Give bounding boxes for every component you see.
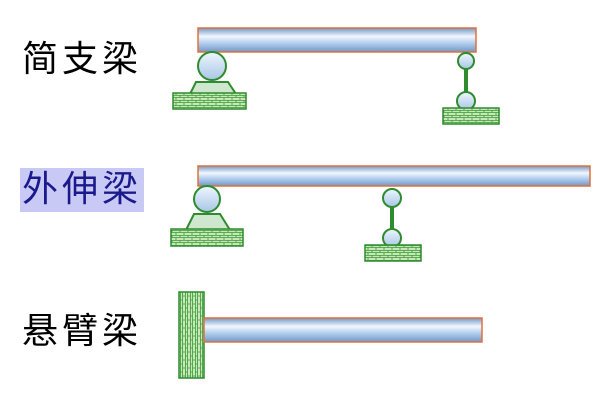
roller-support-icon (456, 52, 476, 111)
brick-ground-icon (442, 107, 500, 125)
cantilever-beam-label: 悬臂梁 (22, 311, 143, 352)
roller-support-icon (382, 188, 402, 248)
brick-ground-icon (170, 228, 244, 247)
brick-ground-icon (172, 92, 247, 110)
pin-support-icon (188, 51, 238, 95)
overhanging-beam-label: 外伸梁 (20, 168, 145, 212)
simply-supported-beam-label: 简支梁 (22, 39, 143, 80)
beam-3 (203, 317, 483, 343)
fixed-wall-icon (178, 291, 205, 379)
brick-ground-icon (364, 244, 422, 262)
beam-2 (197, 165, 591, 187)
beam-1 (197, 27, 477, 53)
pin-support-icon (184, 185, 232, 231)
